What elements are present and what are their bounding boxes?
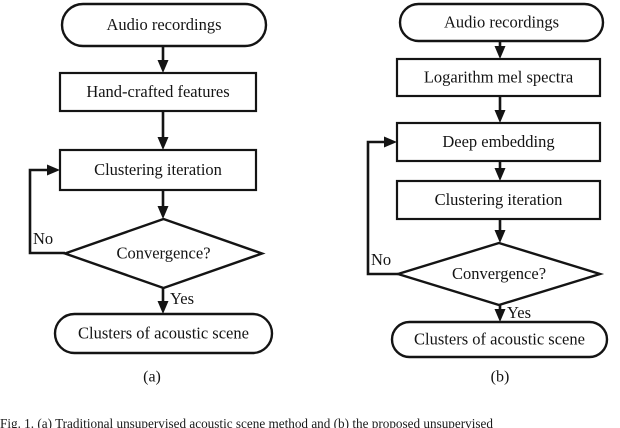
node-label: Clustering iteration bbox=[435, 190, 563, 209]
edge-convergence-yes-to-clusters bbox=[494, 305, 506, 322]
node-label: Logarithm mel spectra bbox=[424, 67, 574, 86]
figure-caption: Fig. 1. (a) Traditional unsupervised aco… bbox=[0, 416, 493, 428]
clustering-iteration-node: Clustering iteration bbox=[58, 148, 258, 192]
audio-recordings-node: Audio recordings bbox=[60, 2, 268, 48]
node-label: Convergence? bbox=[452, 264, 546, 283]
convergence-decision-node: Convergence? bbox=[393, 241, 605, 307]
hand-crafted-features-node: Hand-crafted features bbox=[58, 71, 258, 113]
edge-convergence-no-feedback bbox=[28, 164, 65, 255]
edge-label-yes: Yes bbox=[507, 303, 531, 322]
edge-convergence-no-feedback bbox=[366, 136, 398, 276]
edge-clustering-to-convergence bbox=[157, 190, 169, 219]
clusters-of-acoustic-scene-node: Clusters of acoustic scene bbox=[53, 312, 274, 355]
edge-audio-to-logmel bbox=[494, 41, 506, 59]
edge-clustering-to-convergence bbox=[494, 219, 506, 243]
edge-label-no: No bbox=[33, 229, 53, 248]
edge-convergence-yes-to-clusters bbox=[157, 288, 169, 314]
node-label: Clusters of acoustic scene bbox=[78, 323, 249, 342]
edge-label-no: No bbox=[371, 250, 391, 269]
edge-label-yes: Yes bbox=[170, 289, 194, 308]
deep-embedding-node: Deep embedding bbox=[395, 121, 602, 163]
convergence-decision-node: Convergence? bbox=[61, 217, 266, 290]
edge-logmel-to-embedding bbox=[494, 96, 506, 123]
panel-caption-panel-a: (a) bbox=[143, 369, 161, 386]
logarithm-mel-spectra-node: Logarithm mel spectra bbox=[395, 57, 602, 98]
panel-caption-panel-b: (b) bbox=[491, 369, 510, 386]
edge-embedding-to-clustering bbox=[494, 161, 506, 181]
node-label: Clusters of acoustic scene bbox=[414, 329, 585, 348]
node-label: Hand-crafted features bbox=[86, 82, 229, 101]
clusters-of-acoustic-scene-node: Clusters of acoustic scene bbox=[390, 320, 609, 359]
audio-recordings-node: Audio recordings bbox=[398, 2, 605, 43]
node-label: Audio recordings bbox=[106, 15, 221, 34]
clustering-iteration-node: Clustering iteration bbox=[395, 179, 602, 221]
node-label: Deep embedding bbox=[442, 132, 554, 151]
edge-audio-to-features bbox=[157, 46, 169, 73]
node-label: Convergence? bbox=[116, 243, 210, 262]
node-label: Audio recordings bbox=[444, 12, 559, 31]
node-label: Clustering iteration bbox=[94, 160, 222, 179]
edge-features-to-clustering bbox=[157, 111, 169, 150]
